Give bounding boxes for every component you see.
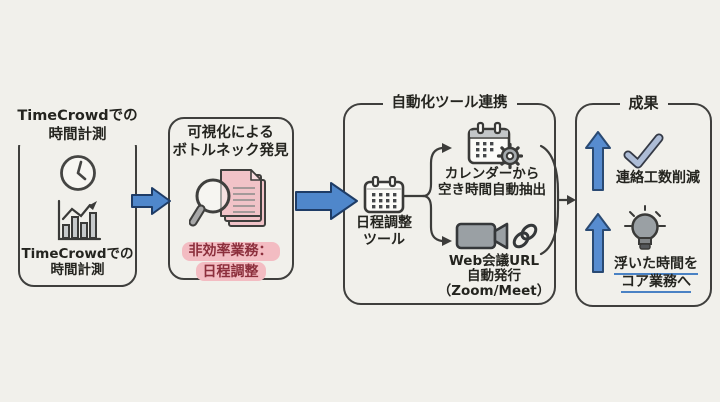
box-bottleneck-discovery: 可視化による ボトルネック発見 非効率業務： 日程調整 [168, 117, 294, 281]
label-line: （Zoom/Meet） [437, 283, 551, 299]
title-line: 可視化による [187, 125, 274, 141]
box-time-tracking: TimeCrowdでの 時間計測 TimeCrowdでの 時間計測 [5, 107, 150, 287]
label-line: 自動発行 [467, 268, 521, 284]
result-item-label: 浮いた時間を コア業務へ [601, 255, 711, 293]
box-automation-tools: 自動化ツール連携 日程調整 ツール [343, 94, 556, 305]
bar-chart-icon [54, 199, 102, 243]
label-line: ツール [363, 231, 405, 248]
title-line: ボトルネック発見 [172, 142, 289, 159]
highlight-line: 非効率業務： [181, 241, 280, 261]
scheduling-tool-label: 日程調整 ツール [345, 215, 423, 248]
video-camera-icon [455, 222, 509, 250]
box-results-title: 成果 [619, 94, 668, 113]
video-camera-link-icon [455, 217, 543, 255]
up-arrow-icon [585, 131, 611, 191]
box-time-tracking-title: TimeCrowdでの 時間計測 [5, 107, 150, 145]
label-line: 日程調整 [356, 215, 412, 231]
check-icon [621, 133, 665, 171]
up-arrow-icon [585, 213, 611, 273]
calendar-icon [363, 176, 405, 214]
box-time-tracking-caption: TimeCrowdでの 時間計測 [20, 246, 135, 278]
link-icon [512, 223, 538, 249]
title-line: TimeCrowdでの [17, 108, 138, 124]
clock-icon [58, 153, 98, 193]
box-bottleneck-title: 可視化による ボトルネック発見 [164, 125, 297, 160]
title-line: 時間計測 [48, 127, 107, 143]
caption-line: TimeCrowdでの [21, 246, 134, 262]
calendar-gear-icon [467, 121, 523, 171]
web-meeting-branch-label: Web会議URL 自動発行 （Zoom/Meet） [433, 254, 555, 299]
flow-arrow-1 [131, 187, 171, 215]
bottleneck-highlight: 非効率業務： 日程調整 [170, 240, 291, 281]
label-line: 浮いた時間を [614, 256, 698, 275]
magnifier-documents-icon [189, 164, 273, 238]
label-line: コア業務へ [621, 274, 691, 293]
caption-line: 時間計測 [50, 262, 105, 278]
lightbulb-icon [621, 205, 669, 257]
box-automation-title: 自動化ツール連携 [382, 94, 517, 113]
label-line: 空き時間自動抽出 [438, 181, 546, 198]
highlight-line: 日程調整 [195, 262, 266, 281]
calendar-branch-label: カレンダーから 空き時間自動抽出 [429, 166, 555, 198]
result-item-label: 連絡工数削減 [616, 170, 700, 186]
label-line: Web会議URL [448, 253, 540, 269]
gear-icon [496, 142, 523, 170]
label-line: カレンダーから [444, 166, 540, 182]
box-results: 成果 連絡工数削減 [575, 94, 712, 307]
